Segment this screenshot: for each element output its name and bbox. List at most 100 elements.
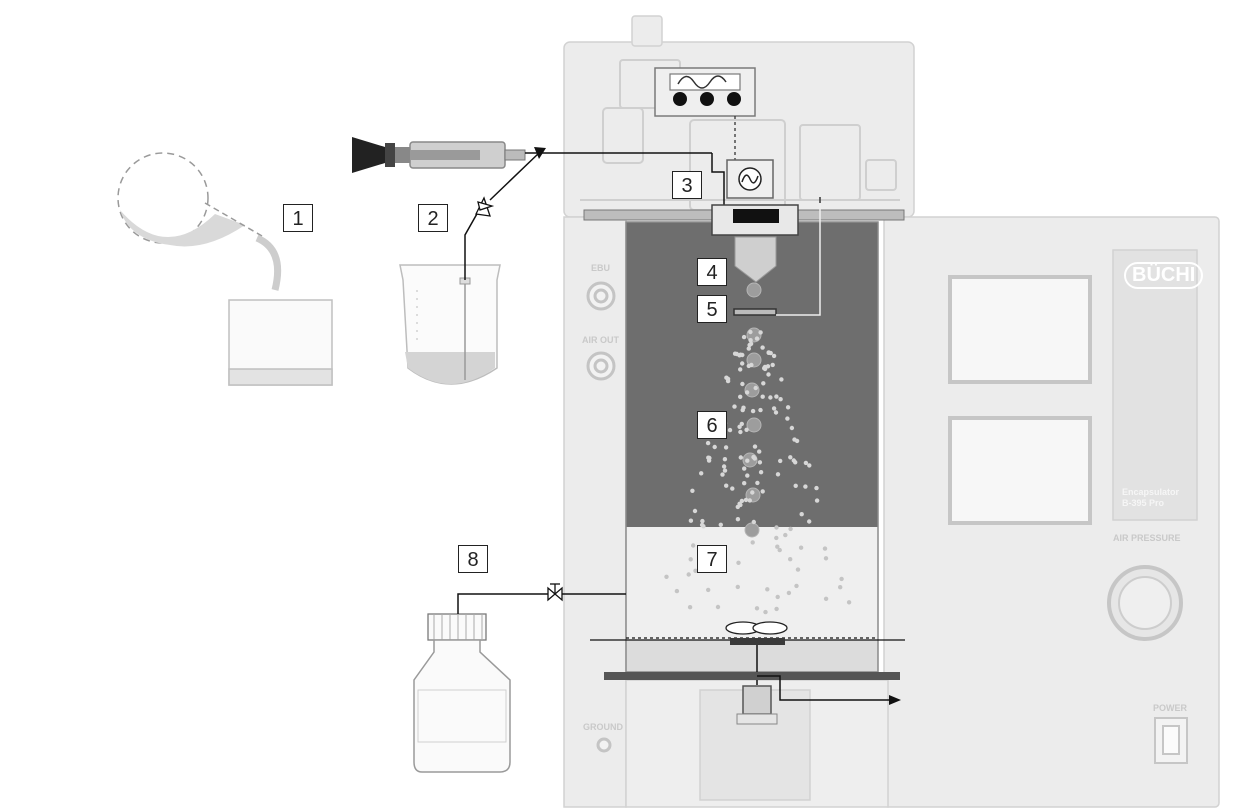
droplet [723,457,727,461]
pouring-flask [118,153,278,290]
droplet [751,455,755,459]
droplet [758,408,762,412]
droplet [761,381,765,385]
step-label-3: 3 [672,171,702,199]
droplet [792,437,796,441]
droplet [762,366,766,370]
droplet [745,383,759,397]
droplet [732,404,736,408]
receiving-beaker [229,300,332,385]
droplet [724,445,728,449]
droplet [796,567,800,571]
droplet [744,428,748,432]
power-label: POWER [1153,703,1187,713]
droplet [752,520,756,524]
droplet [745,459,749,463]
step-label-6: 6 [697,411,727,439]
ground-label: GROUND [583,722,623,732]
droplet [755,336,759,340]
droplet [839,577,843,581]
droplet [761,489,765,493]
brand-logo: BÜCHI [1124,262,1203,289]
droplet [742,335,746,339]
droplet [724,376,728,380]
droplet [722,464,726,468]
droplet [742,466,746,470]
droplet [738,367,742,371]
droplet [688,605,692,609]
model-line-2: B-395 Pro [1122,498,1164,508]
valve-8 [548,584,562,600]
droplet [701,524,705,528]
feed-beaker [400,265,500,384]
droplet [753,444,757,448]
droplet [758,460,762,464]
power-switch [1155,718,1187,763]
droplet [713,445,717,449]
droplet [687,572,691,576]
droplet [760,345,764,349]
droplet [691,543,695,547]
droplet [741,408,745,412]
droplet [747,418,761,432]
droplet [736,505,740,509]
droplet [747,343,751,347]
droplet [723,468,727,472]
vibration-unit [727,160,773,198]
droplet [748,498,752,502]
syringe [352,137,525,173]
droplet [751,409,755,413]
air-pressure-label: AIR PRESSURE [1113,533,1181,543]
droplet [768,395,772,399]
droplet [824,556,828,560]
collection-bottle [414,614,510,772]
droplet [794,584,798,588]
droplet [774,536,778,540]
droplet [772,406,776,410]
droplet [699,471,703,475]
droplet [744,498,748,502]
droplet [707,456,711,460]
droplet [706,588,710,592]
droplet [788,527,792,531]
droplet [690,489,694,493]
droplet [774,525,778,529]
droplet [786,405,790,409]
droplet [787,591,791,595]
droplet [736,585,740,589]
droplet [693,509,697,513]
droplet [737,425,741,429]
droplet [719,523,723,527]
droplet [745,473,749,477]
droplet [788,557,792,561]
droplet [788,455,792,459]
droplet [738,430,742,434]
droplet [716,605,720,609]
droplet [803,484,807,488]
droplet [799,546,803,550]
step-label-2: 2 [418,204,448,232]
droplet [724,484,728,488]
droplet [794,484,798,488]
droplet [689,519,693,523]
droplet [785,416,789,420]
droplet [847,600,851,604]
valve-2 [476,198,492,216]
droplet [807,463,811,467]
droplet [778,397,782,401]
droplet [824,597,828,601]
droplet [736,517,740,521]
droplet [775,545,779,549]
droplet [772,354,776,358]
droplet [807,519,811,523]
droplet [751,540,755,544]
air-out-label: AIR OUT [582,335,619,345]
droplet [771,363,775,367]
frequency-generator [655,68,755,116]
droplet [774,607,778,611]
droplet [754,386,758,390]
droplet [748,338,752,342]
bottom-plate [604,672,900,680]
